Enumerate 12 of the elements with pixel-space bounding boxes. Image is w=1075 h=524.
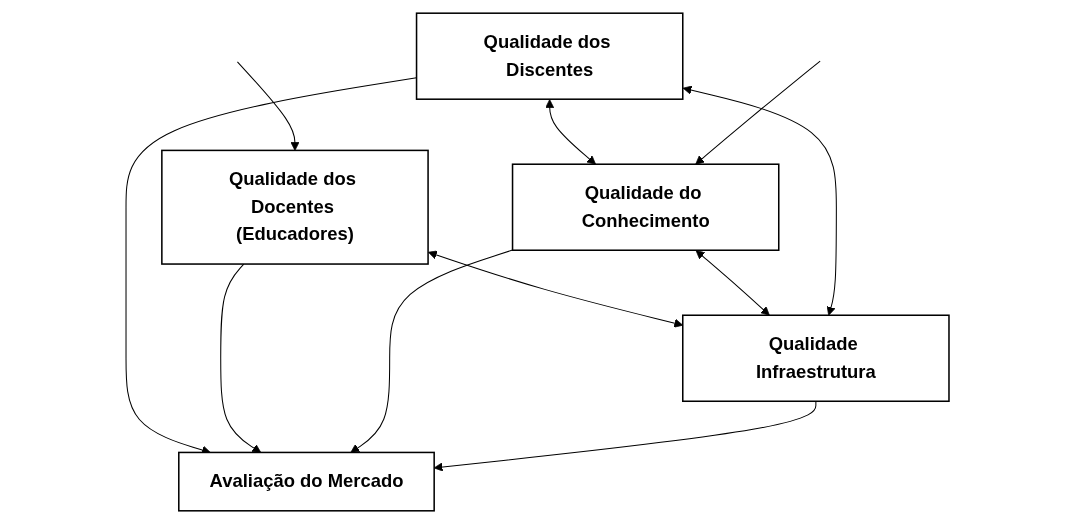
arrow	[545, 99, 596, 165]
arrow	[695, 250, 770, 316]
node-box: Qualidade Infraestrutura	[682, 314, 950, 402]
node-box: Qualidade dos Docentes (Educadores)	[161, 149, 429, 265]
arrow	[350, 249, 514, 453]
arrow	[695, 60, 821, 165]
node-box: Avaliação do Mercado	[178, 451, 435, 512]
arrow	[220, 263, 262, 453]
arrow	[682, 85, 837, 316]
node-box: Qualidade dos Discentes	[415, 12, 684, 100]
arrow	[236, 61, 300, 151]
node-box: Qualidade do Conhecimento	[511, 163, 780, 251]
